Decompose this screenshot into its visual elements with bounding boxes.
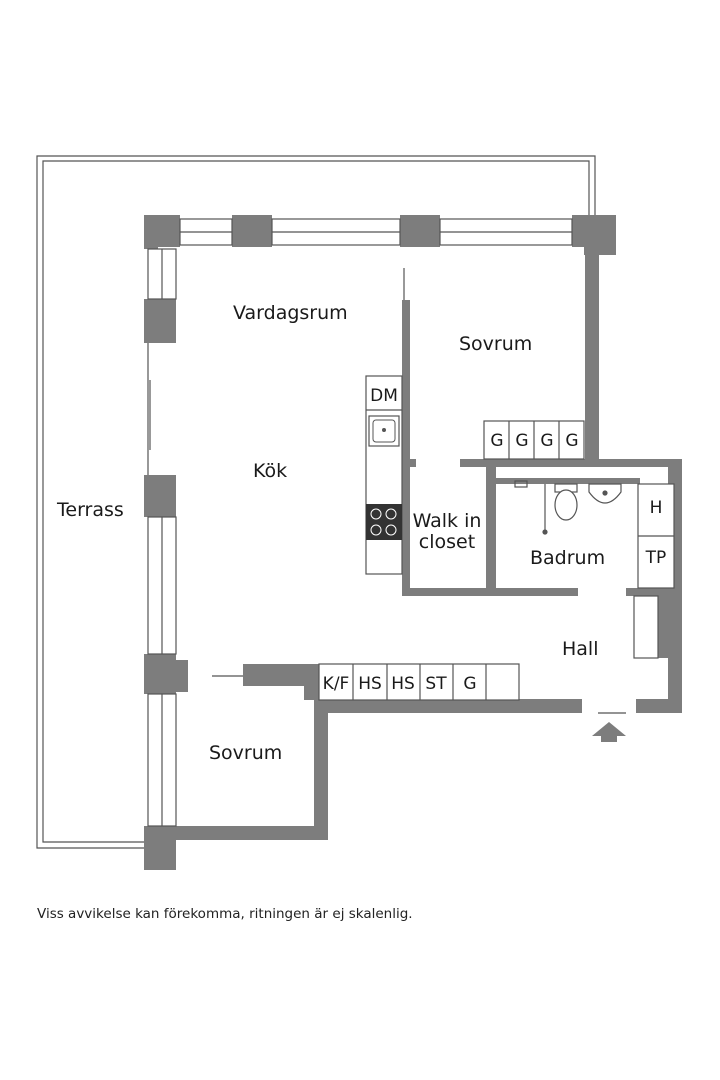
bedroom-wardrobes xyxy=(483,420,585,460)
room-label-walk-in-2: closet xyxy=(419,531,475,553)
shower-icon xyxy=(514,480,548,535)
fixture-label-st: ST xyxy=(425,674,447,694)
fixture-label-g-hall: G xyxy=(463,674,476,694)
room-label-hall: Hall xyxy=(562,638,599,660)
room-label-vardagsrum: Vardagsrum xyxy=(233,302,348,324)
toilet-icon xyxy=(554,483,578,521)
kitchen-island xyxy=(365,375,403,575)
walls xyxy=(144,215,682,870)
room-label-terrass: Terrass xyxy=(56,499,124,521)
room-label-walk-in-1: Walk in xyxy=(413,510,482,532)
fixture-label-tp: TP xyxy=(645,548,667,568)
fixture-label-kf: K/F xyxy=(323,674,350,694)
room-label-badrum: Badrum xyxy=(530,547,605,569)
fixture-label-wardrobe-2: G xyxy=(515,431,528,451)
hall-wardrobes xyxy=(318,663,520,701)
sink-icon xyxy=(368,415,400,447)
washbasin-icon xyxy=(588,483,622,504)
bathroom-fixtures xyxy=(514,480,675,659)
fixture-label-h: H xyxy=(650,498,663,518)
fixture-label-dm: DM xyxy=(370,386,398,406)
disclaimer-text: Viss avvikelse kan förekomma, ritningen … xyxy=(37,906,413,922)
terrace-railing xyxy=(36,155,596,849)
stove-icon xyxy=(366,504,402,540)
entrance-arrow-icon xyxy=(592,722,626,742)
room-label-sovrum-1: Sovrum xyxy=(459,333,532,355)
windows xyxy=(147,218,626,827)
fixture-label-hs-1: HS xyxy=(358,674,382,694)
fixture-label-wardrobe-1: G xyxy=(490,431,503,451)
fixture-label-wardrobe-3: G xyxy=(540,431,553,451)
fixture-label-hs-2: HS xyxy=(391,674,415,694)
room-label-sovrum-2: Sovrum xyxy=(209,742,282,764)
fixture-label-wardrobe-4: G xyxy=(565,431,578,451)
room-label-kok: Kök xyxy=(253,460,287,482)
